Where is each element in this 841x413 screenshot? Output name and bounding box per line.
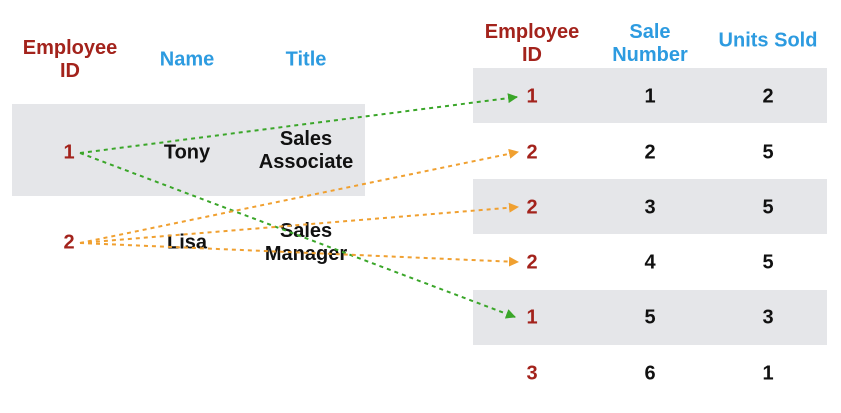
units-sold-cell-4: 5	[762, 251, 774, 274]
units-sold-cell-3: 5	[762, 196, 774, 219]
employee-title-cell-1-line2: Associate	[258, 151, 354, 173]
sale-number-cell-6: 6	[644, 362, 656, 385]
sale-number-cell-2: 2	[644, 141, 656, 164]
units-sold-cell-5: 3	[762, 306, 774, 329]
units-sold-cell-6: 1	[762, 362, 774, 385]
employees-header-name: Name	[159, 48, 215, 71]
sale-row-stripe-5	[473, 290, 827, 345]
sale-employee-id-cell-5: 1	[526, 306, 538, 329]
sale-employee-id-cell-6: 3	[526, 362, 538, 385]
employee-title-cell-2-line2: Manager	[264, 243, 348, 265]
sale-number-cell-3: 3	[644, 196, 656, 219]
sale-row-stripe-3	[473, 179, 827, 234]
sales-header-sale-number-line2: Number	[612, 44, 688, 66]
sale-employee-id-cell-4: 2	[526, 251, 538, 274]
employees-header-employee-id: Employee ID	[23, 37, 117, 83]
sales-header-sale-number: Sale Number	[612, 21, 688, 67]
sale-row-stripe-1	[473, 68, 827, 123]
employee-id-cell-2: 2	[63, 231, 75, 254]
employee-title-cell-2-line1: Sales	[279, 220, 333, 242]
employee-title-cell-2: Sales Manager	[265, 220, 347, 266]
sale-employee-id-cell-2: 2	[526, 141, 538, 164]
sale-number-cell-4: 4	[644, 251, 656, 274]
employee-title-cell-1: Sales Associate	[259, 128, 354, 174]
sales-header-employee-id: Employee ID	[485, 21, 579, 67]
sales-header-units-sold: Units Sold	[718, 29, 818, 52]
sale-employee-id-cell-1: 1	[526, 85, 538, 108]
employees-header-employee-id-line1: Employee	[22, 37, 118, 59]
sales-header-employee-id-line1: Employee	[484, 21, 580, 43]
employee-name-cell-1: Tony	[163, 141, 211, 164]
employees-header-title: Title	[285, 48, 327, 71]
employees-header-employee-id-line2: ID	[59, 60, 80, 82]
arrow-employee-1-to-sale-1	[79, 93, 518, 154]
sale-number-cell-5: 5	[644, 306, 656, 329]
arrow-employee-2-to-sale-4	[79, 242, 519, 267]
employee-title-cell-1-line1: Sales	[279, 128, 333, 150]
sales-header-sale-number-line1: Sale	[629, 21, 671, 43]
sales-header-employee-id-line2: ID	[521, 44, 542, 66]
sale-employee-id-cell-3: 2	[526, 196, 538, 219]
arrow-employee-2-to-sale-3	[79, 202, 519, 244]
units-sold-cell-2: 5	[762, 141, 774, 164]
arrow-employee-1-to-sale-5	[79, 152, 516, 319]
employee-id-cell-1: 1	[63, 141, 75, 164]
arrow-employee-2-to-sale-2	[79, 148, 519, 244]
units-sold-cell-1: 2	[762, 85, 774, 108]
sale-number-cell-1: 1	[644, 85, 656, 108]
employee-row-stripe-1	[12, 104, 365, 196]
